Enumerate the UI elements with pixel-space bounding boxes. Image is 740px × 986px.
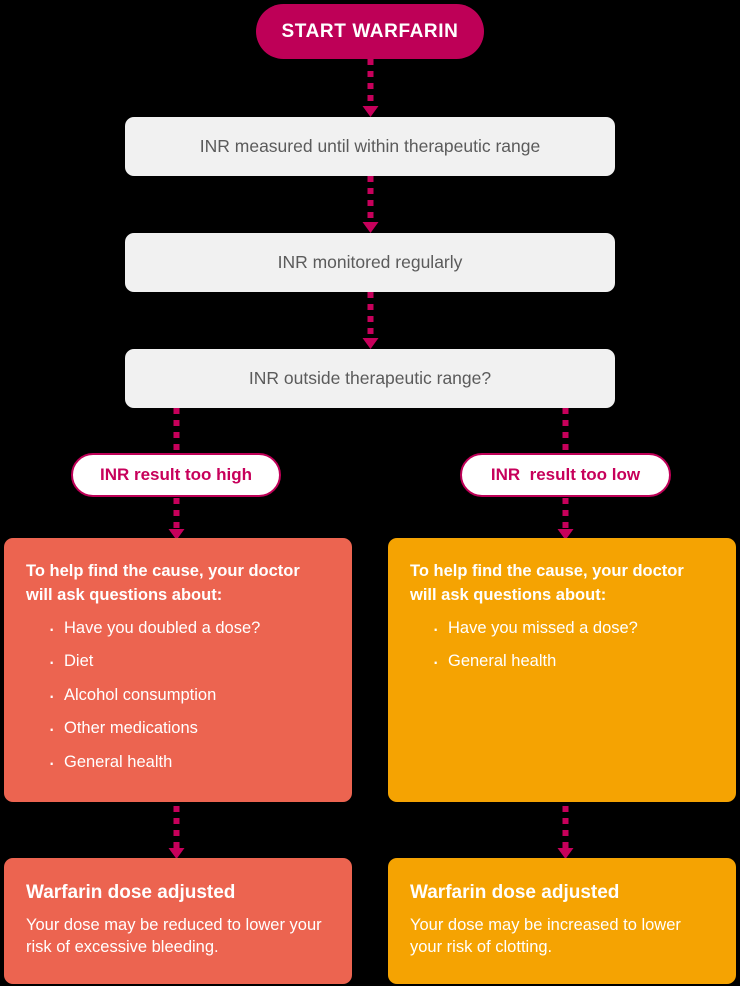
connector-left-pill-to-info <box>168 498 184 540</box>
decision-node-inr-outside-range[interactable]: INR outside therapeutic range? <box>125 349 615 408</box>
list-item: Diet <box>48 648 332 677</box>
connector-stem <box>367 59 373 108</box>
connector-stem <box>562 806 568 850</box>
branch-pill-inr-too-high[interactable]: INR result too high <box>71 453 281 497</box>
branch-pill-label-right: INR result too low <box>490 465 641 484</box>
step-label-1: INR measured until within therapeutic ra… <box>199 136 541 156</box>
connector-left-info-to-result <box>168 806 184 859</box>
info-box-too-high: To help find the cause, your doctor will… <box>4 538 352 802</box>
connector-stem <box>562 498 568 531</box>
result-box-dose-reduced: Warfarin dose adjusted Your dose may be … <box>4 858 352 984</box>
arrowhead-icon <box>362 222 378 233</box>
arrowhead-icon <box>362 106 378 117</box>
connector-decision-to-right-pill <box>562 408 569 455</box>
step-label-2: INR monitored regularly <box>277 252 463 272</box>
branch-pill-label-left: INR result too high <box>99 465 253 484</box>
connector-step1-to-step2 <box>362 176 378 233</box>
result-title-left: Warfarin dose adjusted <box>26 882 236 903</box>
list-item: Have you doubled a dose? <box>48 615 332 644</box>
arrowhead-icon <box>362 338 378 349</box>
connector-step2-to-step3 <box>362 292 378 349</box>
info-intro-left: To help find the cause, your doctor will… <box>26 562 300 604</box>
connector-start-to-step1 <box>362 59 378 117</box>
list-item: Have you missed a dose? <box>432 615 716 644</box>
connector-stem <box>562 408 568 455</box>
start-warfarin-label: START WARFARIN <box>281 20 459 42</box>
result-title-right: Warfarin dose adjusted <box>410 882 620 903</box>
connector-decision-to-left-pill <box>173 408 180 455</box>
connector-stem <box>367 292 373 340</box>
arrowhead-icon <box>557 848 573 859</box>
list-item: General health <box>432 648 716 677</box>
start-warfarin-node[interactable]: START WARFARIN <box>256 4 484 59</box>
arrowhead-icon <box>168 848 184 859</box>
step-node-inr-monitored[interactable]: INR monitored regularly <box>125 233 615 292</box>
info-intro-right: To help find the cause, your doctor will… <box>410 562 684 604</box>
connector-stem <box>173 408 179 455</box>
result-box-dose-increased: Warfarin dose adjusted Your dose may be … <box>388 858 736 984</box>
list-item: General health <box>48 749 332 778</box>
arrowhead-icon <box>168 529 184 540</box>
connector-right-pill-to-info <box>557 498 573 540</box>
list-item: Alcohol consumption <box>48 682 332 711</box>
connector-stem <box>173 806 179 850</box>
question-list-left: Have you doubled a dose? Diet Alcohol co… <box>26 615 332 778</box>
branch-pill-inr-too-low[interactable]: INR result too low <box>460 453 671 497</box>
result-body-left: Your dose may be reduced to lower your r… <box>26 916 322 957</box>
arrowhead-icon <box>557 529 573 540</box>
step-node-inr-measured[interactable]: INR measured until within therapeutic ra… <box>125 117 615 176</box>
result-body-right: Your dose may be increased to lower your… <box>410 916 681 957</box>
info-box-too-low: To help find the cause, your doctor will… <box>388 538 736 802</box>
connector-stem <box>367 176 373 224</box>
connector-right-info-to-result <box>557 806 573 859</box>
list-item: Other medications <box>48 715 332 744</box>
step-label-3: INR outside therapeutic range? <box>248 368 492 388</box>
connector-stem <box>173 498 179 531</box>
question-list-right: Have you missed a dose? General health <box>410 615 716 678</box>
